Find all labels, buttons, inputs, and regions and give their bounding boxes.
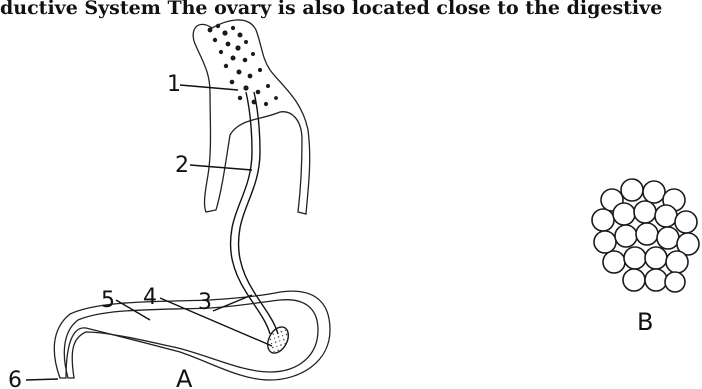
leader-line-2	[190, 165, 252, 170]
panel-a: 1 2 3 4 5 6 A	[8, 20, 330, 389]
label-3: 3	[198, 290, 212, 315]
panel-b-label: B	[637, 308, 653, 336]
leader-line-3	[213, 295, 252, 311]
label-4: 4	[143, 285, 157, 310]
egg-cluster	[592, 179, 699, 292]
label-6: 6	[8, 368, 22, 389]
leader-line-1	[180, 85, 238, 90]
panel-b: B	[592, 179, 699, 336]
panel-a-label: A	[176, 365, 193, 389]
label-5: 5	[101, 288, 115, 313]
header-text-fragment: ductive System The ovary is also located…	[0, 0, 662, 19]
upper-organ	[193, 20, 310, 214]
leader-line-6	[26, 379, 58, 380]
label-1: 1	[167, 72, 181, 97]
label-2: 2	[175, 153, 189, 178]
